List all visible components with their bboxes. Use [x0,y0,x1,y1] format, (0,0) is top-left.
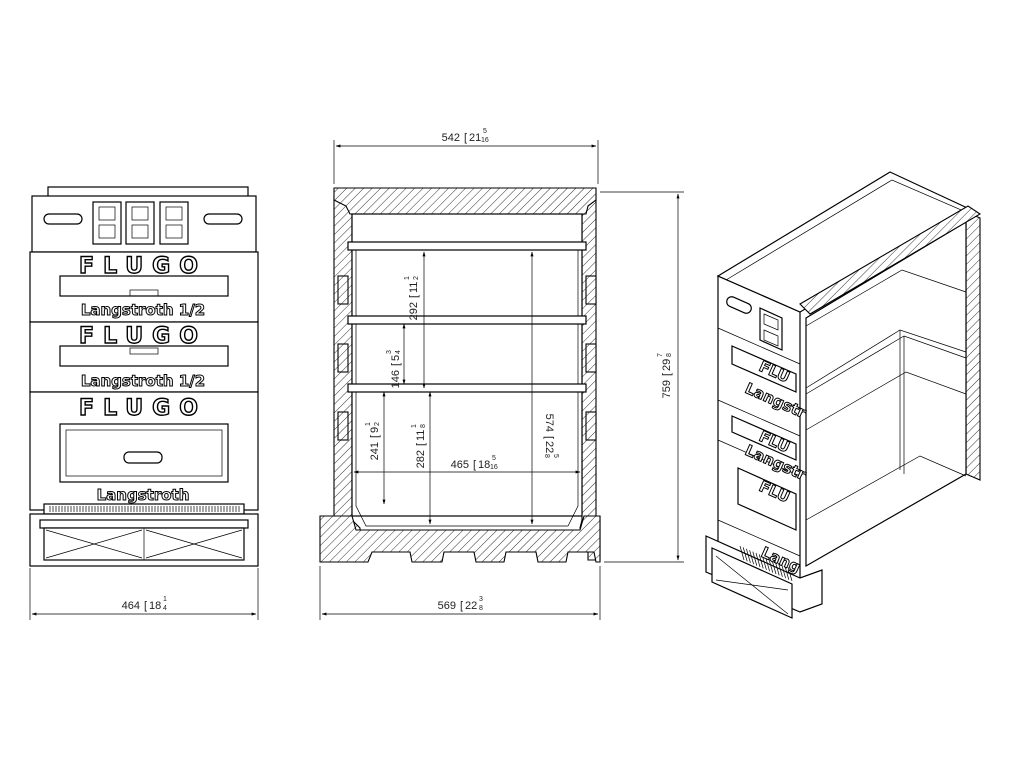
svg-text:464: 464 [122,600,140,612]
brand-label: FLUGO [79,396,207,421]
svg-text:8: 8 [479,605,483,612]
frame-top-bar [347,383,587,393]
handle-slot [123,451,163,464]
svg-text:[: [ [415,443,427,446]
handle-recess [59,423,229,483]
svg-text:5: 5 [552,454,559,458]
top-lid [333,187,597,215]
svg-text:241: 241 [369,442,381,460]
svg-text:569: 569 [438,600,456,612]
frame-top-bar [347,241,587,251]
svg-text:759: 759 [661,380,673,398]
section-top-width-dimension: 542 [ 21 5 16 [333,128,599,184]
svg-text:[: [ [408,295,420,298]
svg-text:[: [ [144,600,147,612]
svg-text:5: 5 [483,128,487,135]
box-model-label: Langstroth 1/2 [81,301,205,319]
svg-text:1: 1 [411,424,418,428]
bottom-floor [319,515,601,563]
svg-text:[: [ [661,373,673,376]
right-wall [579,195,601,561]
overall-height-dimension: 759 [ 29 7 8 [600,191,684,563]
section-bottom-width-dimension: 569 [ 22 3 8 [319,566,601,620]
svg-text:1: 1 [365,422,372,426]
svg-text:3: 3 [386,350,393,354]
svg-text:11: 11 [408,282,420,293]
svg-text:22: 22 [465,600,477,612]
svg-text:574: 574 [543,414,555,432]
svg-text:4: 4 [163,605,167,612]
front-view: FLUGO Langstroth 1/2 FLUGO Langstroth 1/… [29,186,259,567]
svg-text:16: 16 [490,464,498,471]
svg-text:16: 16 [481,137,489,144]
svg-text:1: 1 [163,596,167,603]
segment-display [92,201,189,245]
box-model-label: Langstroth [97,486,190,504]
svg-text:8: 8 [666,353,673,357]
svg-text:7: 7 [657,353,664,357]
handle-recess [59,275,229,297]
iso-bottom-board [711,547,793,619]
svg-text:465: 465 [451,459,469,471]
frame-height-241-dimension: 241 [ 9 1 2 [365,391,386,505]
frame-height-282-dimension: 282 [ 11 1 8 [411,391,432,525]
svg-text:5: 5 [492,455,496,462]
svg-text:[: [ [460,600,463,612]
box-model-label: Langstroth 1/2 [81,372,205,390]
frame-height-292-dimension: 292 [ 11 1 2 [404,251,426,389]
svg-text:146: 146 [390,370,402,388]
svg-text:[: [ [369,435,381,438]
frame-top-bar [347,315,587,325]
brand-label: FLUGO [79,254,207,279]
svg-text:5: 5 [390,355,402,361]
handle-slot [43,213,83,225]
svg-text:[: [ [543,436,555,439]
svg-text:282: 282 [415,450,427,468]
svg-text:[: [ [390,363,402,366]
section-view [319,187,601,563]
inner-width-dimension: 465 [ 18 5 16 [353,455,581,474]
inner-height-574-dimension: 574 [ 22 5 8 [530,251,559,525]
brand-label: FLUGO [79,324,207,349]
front-width-dimension: 464 [ 18 1 4 [29,568,259,620]
svg-text:2: 2 [413,276,420,280]
svg-text:18: 18 [478,459,490,471]
handle-slot [203,213,243,225]
svg-text:22: 22 [543,441,555,453]
frame-height-146-dimension: 146 [ 5 3 4 [386,323,406,388]
svg-text:542: 542 [442,132,460,144]
svg-text:3: 3 [479,596,483,603]
svg-text:[: [ [473,459,476,471]
svg-text:2: 2 [374,422,381,426]
svg-text:9: 9 [369,427,381,433]
svg-text:1: 1 [404,276,411,280]
svg-text:8: 8 [543,454,550,458]
svg-text:292: 292 [408,302,420,320]
svg-text:18: 18 [149,600,161,612]
isometric-cutaway-view: FLU Langstr FLU Langstr FLU Lang [705,171,982,619]
svg-text:29: 29 [661,359,673,371]
svg-text:4: 4 [395,350,402,354]
svg-text:21: 21 [469,132,481,144]
svg-text:11: 11 [415,430,427,441]
svg-text:8: 8 [420,424,427,428]
handle-recess [59,345,229,367]
svg-text:[: [ [464,132,467,144]
